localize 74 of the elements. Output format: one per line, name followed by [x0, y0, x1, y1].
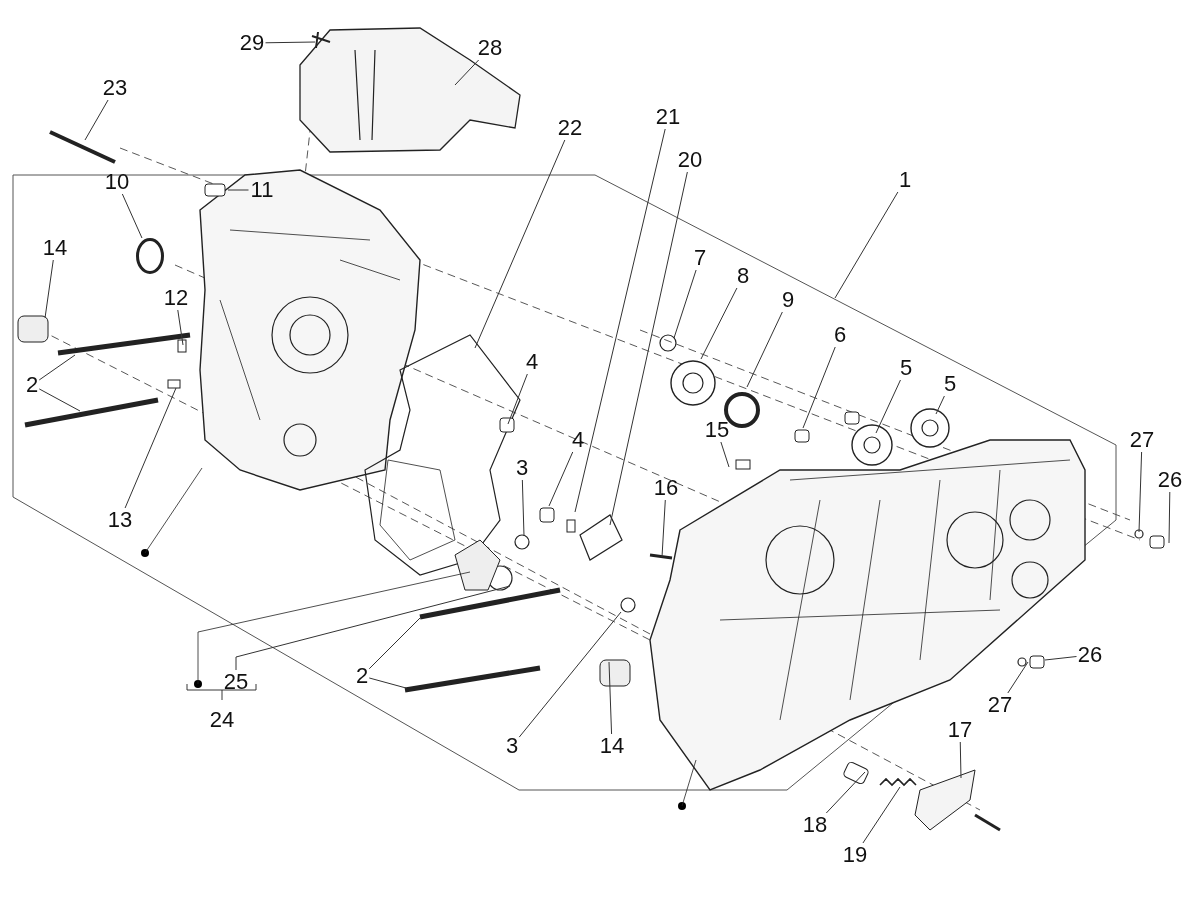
- callout-number: 3: [504, 734, 520, 758]
- callout-number: 25: [222, 670, 250, 694]
- leader-line: [825, 771, 866, 814]
- leader-line: [265, 41, 316, 44]
- leader-line: [227, 189, 249, 191]
- leader-line: [38, 388, 81, 412]
- leader-line: [474, 139, 566, 349]
- leader-line: [1044, 656, 1077, 661]
- callout-number: 19: [841, 843, 869, 867]
- callout-number: 5: [942, 372, 958, 396]
- callout-number: 4: [570, 428, 586, 452]
- callout-number: 5: [898, 356, 914, 380]
- leader-line: [1007, 661, 1029, 694]
- callout-number: 12: [162, 286, 190, 310]
- callout-number: 15: [703, 418, 731, 442]
- leader-line: [673, 269, 697, 339]
- leader-line: [746, 311, 783, 388]
- callout-number: 1: [897, 168, 913, 192]
- leader-line: [608, 661, 613, 735]
- leader-line: [935, 395, 945, 415]
- callout-number: 10: [103, 170, 131, 194]
- leader-line: [875, 379, 901, 434]
- leader-line: [368, 617, 421, 670]
- leader-line: [1168, 491, 1171, 544]
- callout-number: 14: [41, 236, 69, 260]
- leader-line: [574, 128, 666, 513]
- callout-number: 26: [1076, 643, 1104, 667]
- callout-number: 2: [24, 373, 40, 397]
- leader-line: [368, 677, 407, 689]
- callout-number: 11: [248, 178, 276, 202]
- callout-number: 7: [692, 246, 708, 270]
- leader-line: [235, 585, 511, 671]
- leader-line: [177, 309, 184, 346]
- callout-number: 26: [1156, 468, 1184, 492]
- callout-number: 24: [208, 708, 236, 732]
- leader-line: [44, 259, 54, 319]
- leader-line: [38, 354, 76, 381]
- callout-number: 27: [986, 693, 1014, 717]
- callout-number: 6: [832, 323, 848, 347]
- leader-line: [802, 346, 836, 429]
- callout-number: 13: [106, 508, 134, 532]
- callout-number: 27: [1128, 428, 1156, 452]
- callout-number: 22: [556, 116, 584, 140]
- leader-line: [834, 191, 899, 299]
- callout-number: 21: [654, 105, 682, 129]
- leader-line: [700, 287, 738, 360]
- leader-line: [84, 99, 109, 141]
- callout-number: 16: [652, 476, 680, 500]
- leader-line: [609, 171, 688, 526]
- callout-number: 2: [354, 664, 370, 688]
- callout-number: 3: [514, 456, 530, 480]
- callout-number: 9: [780, 288, 796, 312]
- leader-line: [121, 193, 143, 239]
- leader-line: [507, 373, 528, 425]
- leader-line: [521, 479, 525, 537]
- leader-line: [720, 441, 730, 468]
- callout-number: 4: [524, 350, 540, 374]
- leader-line: [959, 741, 962, 779]
- callout-number: 8: [735, 264, 751, 288]
- callout-number: 28: [476, 36, 504, 60]
- leader-line: [548, 451, 574, 507]
- leader-line: [862, 786, 901, 844]
- callout-number: 14: [598, 734, 626, 758]
- callout-number: 29: [238, 31, 266, 55]
- leader-line: [1138, 451, 1143, 533]
- callout-number: 20: [676, 148, 704, 172]
- callout-number: 18: [801, 813, 829, 837]
- callout-number: 23: [101, 76, 129, 100]
- callout-number: 17: [946, 718, 974, 742]
- leader-line: [124, 387, 177, 509]
- leader-line: [661, 499, 666, 558]
- leader-line: [518, 611, 622, 738]
- leader-line: [454, 59, 480, 86]
- part-shape: [136, 238, 164, 274]
